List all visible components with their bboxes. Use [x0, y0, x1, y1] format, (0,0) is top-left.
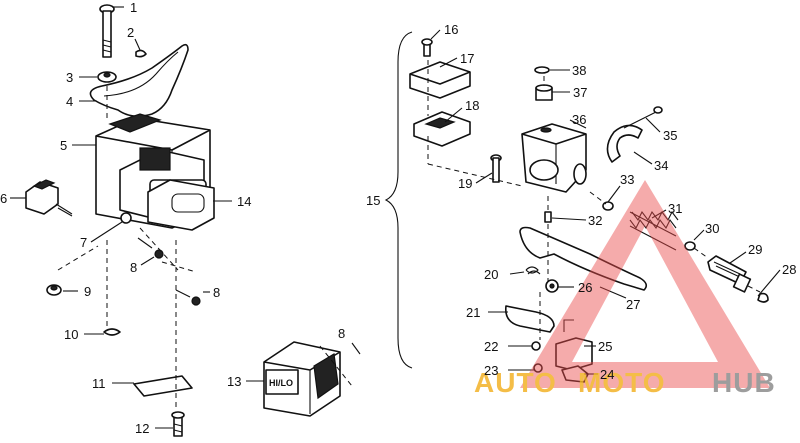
- callout-14: 14: [237, 194, 251, 209]
- part-1-bolt: [99, 4, 115, 58]
- callout-30: 30: [705, 221, 719, 236]
- callout-34: 34: [654, 158, 668, 173]
- part-9-nut: [46, 284, 62, 296]
- part-3-nut: [97, 71, 117, 83]
- part-18-diaphragm: [413, 111, 471, 147]
- callout-leaders: [10, 6, 781, 429]
- callout-8c: 8: [338, 326, 345, 341]
- watermark-moto: MOTO: [578, 367, 665, 398]
- callout-17: 17: [460, 51, 474, 66]
- part-26-nut: [545, 279, 559, 293]
- part-12-bolt: [171, 411, 185, 437]
- callout-9: 9: [84, 284, 91, 299]
- part-32-pin: [544, 211, 552, 223]
- part-7-screw: [120, 212, 132, 224]
- part-23-nut: [533, 363, 543, 373]
- callout-29: 29: [748, 242, 762, 257]
- part-11-plate: [133, 375, 193, 397]
- warning-triangle-icon: [520, 180, 770, 388]
- part-4-handle: [89, 43, 189, 118]
- callout-25: 25: [598, 339, 612, 354]
- callout-33: 33: [620, 172, 634, 187]
- part-14-cover: [147, 179, 215, 231]
- part-27-lever: [519, 226, 648, 291]
- callout-7: 7: [80, 235, 87, 250]
- callout-27: 27: [626, 297, 640, 312]
- callout-16: 16: [444, 22, 458, 37]
- callout-20: 20: [484, 267, 498, 282]
- right-assembly: [384, 31, 769, 383]
- callout-12: 12: [135, 421, 149, 436]
- part-30-washer: [684, 241, 696, 251]
- callout-28: 28: [782, 262, 796, 277]
- callout-32: 32: [588, 213, 602, 228]
- callout-24: 24: [600, 367, 614, 382]
- part-35-screw: [623, 106, 663, 129]
- callout-4: 4: [66, 94, 73, 109]
- callout-23: 23: [484, 363, 498, 378]
- part-22-screw: [531, 341, 541, 351]
- callout-2: 2: [127, 25, 134, 40]
- callout-22: 22: [484, 339, 498, 354]
- callout-numbers: 1 2 3 4 5 6 7 8 8 8 9 10 11 12 13 14 15 …: [0, 0, 796, 436]
- switch-plate-label: HI/LO: [269, 378, 293, 388]
- part-19-bolt: [490, 154, 502, 183]
- callout-19: 19: [458, 176, 472, 191]
- part-20-spring: [525, 266, 541, 275]
- part-13-switch: [263, 341, 341, 417]
- callout-26: 26: [578, 280, 592, 295]
- part-38-washer: [534, 66, 550, 74]
- callout-18: 18: [465, 98, 479, 113]
- part-8-screw-b: [175, 289, 201, 306]
- callout-8b: 8: [213, 285, 220, 300]
- watermark: AUTO MOTO HUB: [474, 180, 776, 398]
- callout-15: 15: [366, 193, 380, 208]
- part-34-clamp: [606, 124, 643, 163]
- callout-10: 10: [64, 327, 78, 342]
- bracket-15: [384, 31, 413, 369]
- callout-36: 36: [572, 112, 586, 127]
- callout-5: 5: [60, 138, 67, 153]
- part-29-switch: [707, 255, 752, 293]
- callout-38: 38: [572, 63, 586, 78]
- callout-6: 6: [0, 191, 7, 206]
- callout-8a: 8: [130, 260, 137, 275]
- part-16-screw: [421, 38, 433, 57]
- callout-37: 37: [573, 85, 587, 100]
- watermark-hub: HUB: [712, 367, 776, 398]
- part-31-spring: [629, 210, 679, 251]
- part-2-clip: [135, 49, 147, 58]
- part-24-bracket: [561, 365, 589, 383]
- left-assembly: HI/LO: [25, 4, 353, 437]
- part-6-connector: [25, 179, 73, 217]
- part-10-clip: [103, 328, 121, 336]
- callout-13: 13: [227, 374, 241, 389]
- callout-31: 31: [668, 201, 682, 216]
- callout-21: 21: [466, 305, 480, 320]
- part-8-screw-a: [137, 237, 164, 259]
- callout-35: 35: [663, 128, 677, 143]
- callout-11: 11: [92, 376, 106, 391]
- callout-3: 3: [66, 70, 73, 85]
- part-37-bushing: [535, 84, 553, 101]
- part-28-clip: [757, 292, 769, 303]
- watermark-auto: AUTO: [474, 367, 557, 398]
- callout-1: 1: [130, 0, 137, 15]
- part-21-bracket: [504, 305, 555, 333]
- part-25-switch: [555, 319, 593, 371]
- part-36-master-cylinder: [521, 123, 587, 193]
